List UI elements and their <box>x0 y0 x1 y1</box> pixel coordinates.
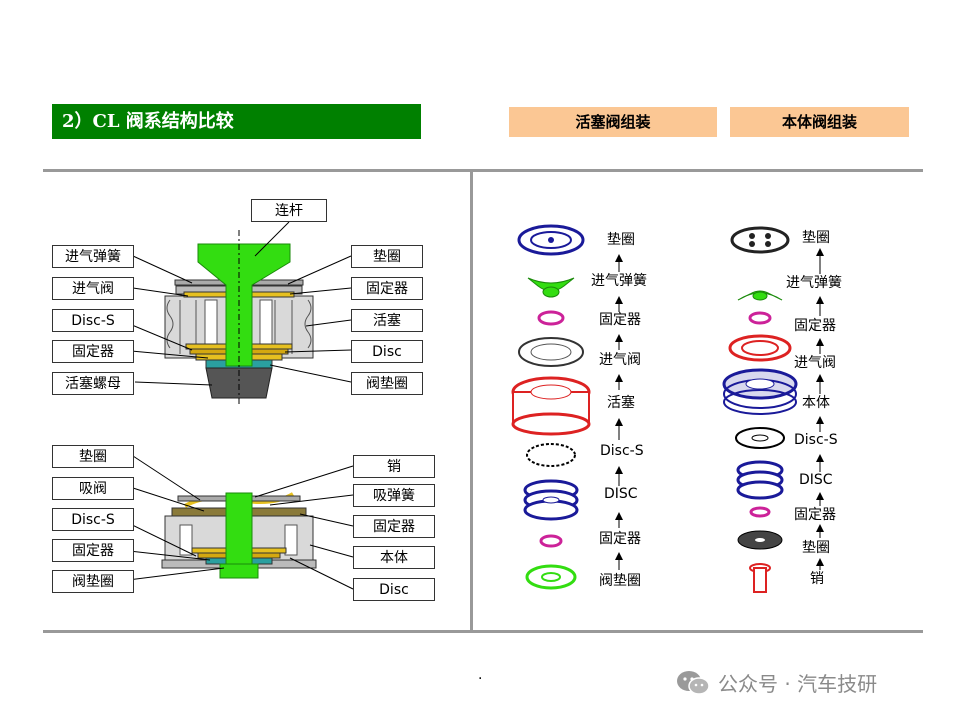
divider-vertical <box>470 169 473 633</box>
wechat-icon <box>677 670 710 695</box>
body-exploded-parts <box>722 226 798 593</box>
body-part-intake-valve: 进气阀 <box>794 355 836 371</box>
header-body-assembly: 本体阀组装 <box>730 107 909 137</box>
piston-part-valve-washer: 阀垫圈 <box>599 573 641 589</box>
label-valve-washer: 阀垫圈 <box>351 372 423 395</box>
label-intake-valve: 进气阀 <box>52 277 134 300</box>
piston-exploded-parts <box>511 224 591 590</box>
page-title: 2）CL 阀系结构比较 <box>52 104 421 139</box>
label-rod: 连杆 <box>251 199 327 222</box>
piston-part-retainer-2: 固定器 <box>599 531 641 547</box>
label-suction-valve: 吸阀 <box>52 477 134 500</box>
label-pin: 销 <box>353 455 435 478</box>
divider-top <box>43 169 923 172</box>
label-disc: Disc <box>351 340 423 363</box>
label-washer: 垫圈 <box>351 245 423 268</box>
piston-part-disc-s: Disc-S <box>600 443 644 459</box>
body-part-retainer-2: 固定器 <box>794 507 836 523</box>
body-part-body: 本体 <box>802 395 830 411</box>
label-body: 本体 <box>353 546 435 569</box>
footer-dot: . <box>478 667 483 683</box>
piston-exploded-arrows <box>615 254 623 570</box>
piston-valve-section <box>164 230 314 404</box>
label-retainer: 固定器 <box>52 340 134 363</box>
piston-part-retainer: 固定器 <box>599 312 641 328</box>
body-part-retainer: 固定器 <box>794 318 836 334</box>
body-part-disc: DISC <box>799 472 833 488</box>
label-body-retainer-right: 固定器 <box>353 515 435 538</box>
body-valve-section <box>161 492 317 579</box>
watermark: 公众号 · 汽车技研 <box>676 668 877 697</box>
label-piston: 活塞 <box>351 309 423 332</box>
label-body-valve-washer: 阀垫圈 <box>52 570 134 593</box>
body-part-washer: 垫圈 <box>802 230 830 246</box>
piston-part-disc: DISC <box>604 486 638 502</box>
body-part-pin: 销 <box>810 571 824 587</box>
piston-part-intake-spring: 进气弹簧 <box>591 273 647 289</box>
header-piston-assembly: 活塞阀组装 <box>509 107 717 137</box>
label-disc-s: Disc-S <box>52 309 134 332</box>
label-retainer-top: 固定器 <box>351 277 423 300</box>
label-suction-spring: 吸弹簧 <box>353 484 435 507</box>
piston-part-washer: 垫圈 <box>607 232 635 248</box>
label-body-washer: 垫圈 <box>52 445 134 468</box>
watermark-text: 公众号 · 汽车技研 <box>718 672 878 696</box>
divider-bottom <box>43 630 923 633</box>
label-body-retainer: 固定器 <box>52 539 134 562</box>
body-exploded-arrows <box>816 248 824 570</box>
body-part-disc-s: Disc-S <box>794 432 838 448</box>
label-piston-nut: 活塞螺母 <box>52 372 134 395</box>
label-body-disc: Disc <box>353 578 435 601</box>
label-body-disc-s: Disc-S <box>52 508 134 531</box>
body-part-washer-2: 垫圈 <box>802 540 830 556</box>
piston-part-piston: 活塞 <box>607 395 635 411</box>
piston-part-intake-valve: 进气阀 <box>599 352 641 368</box>
body-part-intake-spring: 进气弹簧 <box>786 275 842 291</box>
label-intake-spring: 进气弹簧 <box>52 245 134 268</box>
